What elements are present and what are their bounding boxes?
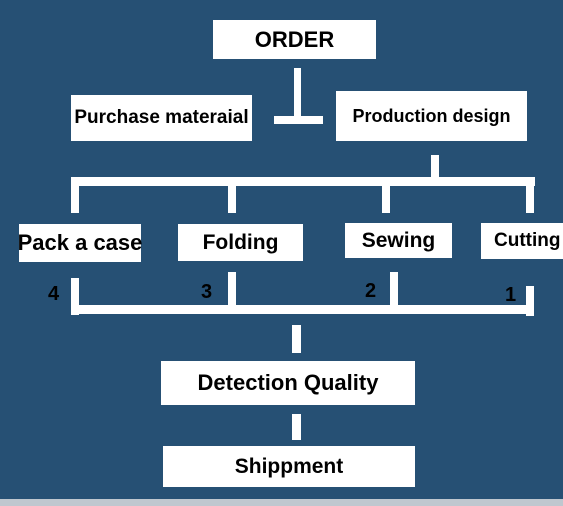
- connector-rise-folding: [228, 272, 236, 306]
- sewing-node: Sewing: [345, 223, 452, 258]
- connector-bus-to-detection: [292, 325, 301, 353]
- shipment-node: Shippment: [163, 446, 415, 487]
- connector-drop-folding: [228, 177, 236, 213]
- connector-rise-pack: [71, 278, 79, 315]
- production-design-node: Production design: [336, 91, 527, 141]
- step-number-cutting: 1: [505, 284, 517, 306]
- pack-a-case-node: Pack a case: [18, 224, 142, 262]
- bottom-edge-strip: [0, 499, 563, 506]
- detection-quality-node: Detection Quality: [161, 361, 415, 405]
- purchase-material-node: Purchase materaial: [71, 95, 252, 141]
- connector-rise-sewing: [390, 272, 398, 306]
- step-number-folding: 3: [201, 281, 213, 303]
- connector-top-bus: [71, 177, 535, 186]
- connector-drop-pack: [71, 177, 79, 213]
- connector-order-down: [294, 68, 301, 120]
- connector-detection-to-shipment: [292, 414, 301, 440]
- connector-drop-sewing: [382, 177, 390, 213]
- cutting-node: Cutting: [481, 223, 563, 259]
- step-number-pack: 4: [48, 283, 60, 305]
- connector-drop-cutting: [526, 177, 534, 213]
- folding-node: Folding: [178, 224, 303, 261]
- connector-rise-cutting: [526, 286, 534, 316]
- connector-bottom-bus: [71, 305, 534, 314]
- connector-t-bar: [274, 116, 323, 124]
- connector-production-down: [431, 155, 439, 179]
- order-node: ORDER: [213, 20, 376, 59]
- step-number-sewing: 2: [365, 280, 377, 302]
